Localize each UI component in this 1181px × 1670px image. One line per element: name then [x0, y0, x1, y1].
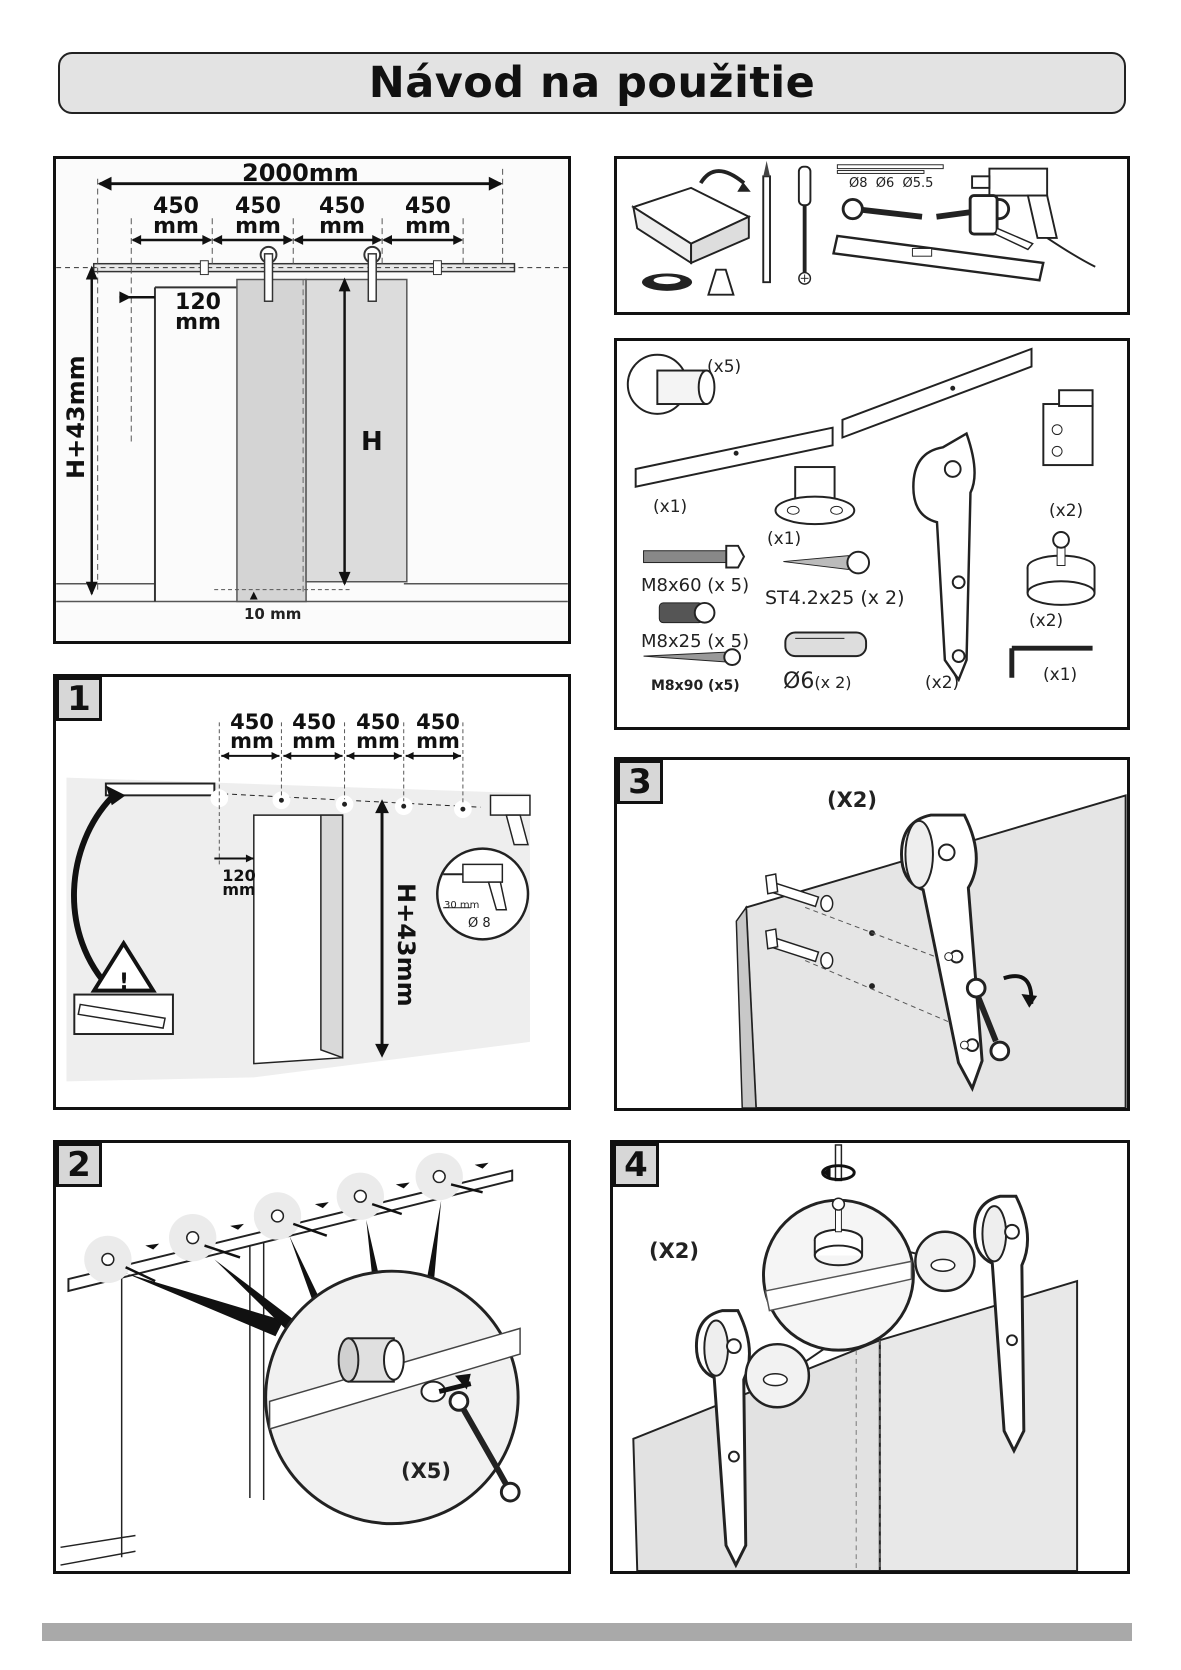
step-4-drawing [632, 1144, 1079, 1571]
segment-num: 450 [319, 194, 365, 219]
height-total-label: H+43mm [62, 355, 90, 479]
step-1-height-label: H+43mm [392, 883, 420, 1007]
segment-num: 450 [230, 710, 274, 734]
stopper-icon [1042, 389, 1094, 467]
soft-stop-icon [1026, 531, 1096, 606]
segment-unit: mm [416, 728, 460, 753]
segment-num: 450 [292, 710, 336, 734]
step-3-panel: 3 (X2) [614, 757, 1130, 1111]
tools-panel: Ø8 Ø6 Ø5.5 [614, 156, 1130, 315]
drill-bits-label: Ø8 Ø6 Ø5.5 [849, 176, 934, 191]
offset-num: 120 [175, 290, 221, 315]
warning-icon [90, 939, 157, 993]
spacer-icon [626, 353, 716, 415]
step-2-drawing [60, 1152, 521, 1566]
bolt-m8x60-label: M8x60 (x 5) [641, 575, 750, 596]
step-4-badge: 4 [613, 1143, 659, 1187]
screw-st-label: ST4.2x25 (x 2) [765, 587, 905, 609]
step-4-multiplier: (X2) [649, 1239, 699, 1263]
segment-unit: mm [235, 213, 281, 239]
qty-hex-key: (x1) [1043, 665, 1078, 685]
qty-soft-stop: (x2) [1029, 611, 1064, 631]
step-3-badge: 3 [617, 760, 663, 804]
title-banner: Návod na použitie [58, 52, 1126, 114]
anchor-label: Ø6(x 2) [783, 671, 852, 693]
segment-num: 450 [153, 194, 199, 219]
step-3-multiplier: (X2) [827, 788, 877, 812]
bolt-m8x25-label: M8x25 (x 5) [641, 631, 750, 652]
drill-bit-label: Ø 8 [468, 916, 491, 931]
qty-rail: (x1) [653, 497, 688, 517]
dimension-overview-drawing [56, 159, 568, 641]
qty-stopper: (x2) [1049, 501, 1084, 521]
step-number: 4 [624, 1145, 648, 1185]
tools-drawing [631, 160, 1096, 296]
segment-unit: mm [356, 728, 400, 753]
page-title: Návod na použitie [368, 58, 816, 108]
segment-unit: mm [153, 213, 199, 239]
step-2-panel: 2 (X5) [53, 1140, 571, 1574]
footer-bar [42, 1623, 1132, 1641]
segment-num: 450 [235, 194, 281, 219]
anchor-size: Ø6 [783, 669, 815, 694]
qty-floor-guide: (x1) [767, 529, 802, 549]
step-4-panel: 4 (X2) [610, 1140, 1130, 1574]
segment-unit: mm [230, 728, 274, 753]
floor-gap-label: 10 mm [244, 605, 302, 623]
qty-spacer: (x5) [707, 357, 742, 377]
segment-num: 450 [405, 194, 451, 219]
segment-unit: mm [319, 213, 365, 239]
offset-num: 120 [222, 866, 256, 885]
step-2-multiplier: (X5) [401, 1459, 451, 1483]
drill-icon [971, 167, 1096, 268]
hanger-icon [912, 431, 976, 683]
step-number: 3 [628, 762, 652, 802]
step-number: 2 [67, 1145, 91, 1185]
step-3-drawing [735, 794, 1127, 1108]
step-2-badge: 2 [56, 1143, 102, 1187]
drill-depth-label: 30 mm [444, 900, 480, 911]
step-1-drawing [56, 677, 568, 1107]
toolbox-icon [631, 169, 752, 265]
segment-unit: mm [405, 213, 451, 239]
screw-m8x90-label: M8x90 (x5) [651, 678, 740, 694]
step-number: 1 [67, 679, 91, 719]
segment-num: 450 [356, 710, 400, 734]
floor-guide-icon [774, 466, 856, 526]
warning-symbol: ! [119, 970, 130, 995]
door-height-label: H [361, 427, 383, 457]
rail-icon [634, 347, 1033, 488]
parts-drawing [626, 347, 1096, 683]
segment-num: 450 [416, 710, 460, 734]
segment-unit: mm [292, 728, 336, 753]
offset-unit: mm [222, 880, 256, 900]
offset-unit: mm [175, 309, 221, 335]
parts-panel: (x5) (x1) (x1) (x2) (x2) (x2) (x1) M8x60… [614, 338, 1130, 730]
anchor-qty: (x 2) [814, 673, 852, 692]
qty-hanger: (x2) [925, 673, 960, 693]
step-1-badge: 1 [56, 677, 102, 721]
total-width-label: 2000mm [242, 159, 359, 187]
